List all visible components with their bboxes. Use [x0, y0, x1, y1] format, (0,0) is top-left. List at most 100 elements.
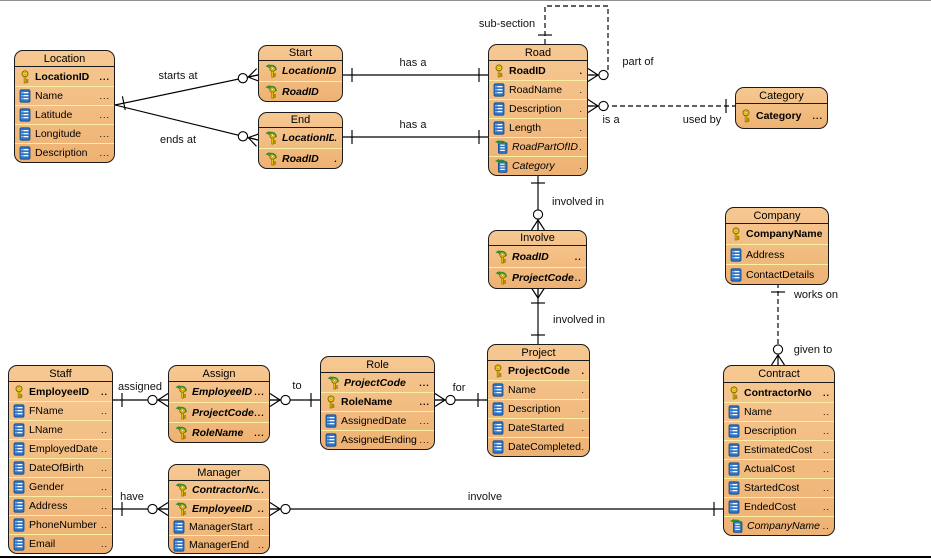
entity-row-end-locationid[interactable]: LocationID.	[259, 128, 342, 148]
entity-row-staff-phonenumber[interactable]: PhoneNumber..	[9, 515, 112, 534]
entity-row-involve-projectcode[interactable]: ProjectCode..	[489, 267, 586, 288]
entity-row-end-roadid[interactable]: RoadID.	[259, 148, 342, 168]
relationship-label-to[interactable]: to	[292, 380, 302, 392]
entity-row-company-address[interactable]: Address	[726, 244, 828, 264]
entity-row-contract-startedcost[interactable]: StartedCost..	[724, 478, 834, 497]
entity-row-contract-estimatedcost[interactable]: EstimatedCost..	[724, 440, 834, 459]
entity-header-manager[interactable]: Manager	[169, 465, 269, 481]
relationship-label-given-to[interactable]: given to	[793, 344, 833, 356]
relationship-label-involve[interactable]: involve	[467, 491, 503, 503]
relationship-label-for[interactable]: for	[452, 382, 466, 394]
relationship-label-part-of[interactable]: part of	[622, 56, 654, 68]
connector-role-project[interactable]	[434, 393, 487, 407]
entity-header-end[interactable]: End	[259, 113, 342, 128]
connector-manager-contract[interactable]	[269, 502, 723, 516]
entity-row-manager-managerstart[interactable]: ManagerStart..	[169, 517, 269, 535]
entity-row-contract-companyname[interactable]: CompanyName..	[724, 516, 834, 535]
relationship-label-involved-in[interactable]: involved in	[553, 314, 605, 326]
entity-row-road-roadpartofid[interactable]: RoadPartOfID.	[489, 137, 587, 156]
entity-header-contract[interactable]: Contract	[724, 366, 834, 383]
entity-row-role-assigneddate[interactable]: AssignedDate...	[321, 411, 434, 430]
entity-row-manager-contractorno[interactable]: ContractorNo..	[169, 481, 269, 499]
entity-row-road-description[interactable]: Description.	[489, 99, 587, 118]
entity-header-category[interactable]: Category	[736, 88, 827, 104]
entity-row-location-latitude[interactable]: Latitude...	[15, 105, 114, 124]
entity-row-company-companyname[interactable]: CompanyName	[726, 224, 828, 244]
entity-row-assign-rolename[interactable]: RoleName...	[169, 422, 269, 442]
entity-row-staff-employeddate[interactable]: EmployedDate..	[9, 439, 112, 458]
entity-row-manager-employeeid[interactable]: EmployeeID..	[169, 499, 269, 517]
connector-start-road[interactable]	[343, 68, 488, 82]
entity-row-road-roadid[interactable]: RoadID.	[489, 61, 587, 80]
entity-row-road-roadname[interactable]: RoadName.	[489, 80, 587, 99]
relationship-label-have[interactable]: have	[120, 491, 144, 503]
entity-row-road-length[interactable]: Length.	[489, 118, 587, 137]
entity-row-assign-projectcode[interactable]: ProjectCode...	[169, 402, 269, 422]
connector-involve-project[interactable]	[531, 287, 545, 344]
entity-header-project[interactable]: Project	[488, 345, 589, 361]
entity-row-role-projectcode[interactable]: ProjectCode...	[321, 373, 434, 392]
entity-row-road-category[interactable]: Category.	[489, 156, 587, 175]
entity-row-start-locationid[interactable]: LocationID	[259, 61, 342, 81]
entity-header-road[interactable]: Road	[489, 45, 587, 61]
entity-row-project-name[interactable]: Name.	[488, 380, 589, 399]
entity-row-staff-fname[interactable]: FName..	[9, 401, 112, 420]
entity-row-company-contactdetails[interactable]: ContactDetails	[726, 264, 828, 284]
relationship-label-is-a[interactable]: is a	[602, 114, 620, 126]
entity-row-involve-roadid[interactable]: RoadID..	[489, 246, 586, 267]
entity-row-staff-email[interactable]: Email..	[9, 534, 112, 553]
connector-company-contract[interactable]	[771, 283, 785, 366]
entity-row-location-longitude[interactable]: Longitude...	[15, 124, 114, 143]
relationship-label-has-a[interactable]: has a	[399, 119, 427, 131]
entity-header-assign[interactable]: Assign	[169, 366, 269, 382]
entity-row-location-locationid[interactable]: LocationID...	[15, 67, 114, 86]
entity-header-location[interactable]: Location	[15, 51, 114, 67]
connector-assign-role[interactable]	[269, 393, 320, 407]
entity-row-staff-gender[interactable]: Gender..	[9, 477, 112, 496]
entity-row-contract-contractorno[interactable]: ContractorNo..	[724, 383, 834, 402]
connector-staff-assign[interactable]	[113, 393, 169, 407]
entity-row-project-projectcode[interactable]: ProjectCode.	[488, 361, 589, 380]
entity-header-company[interactable]: Company	[726, 208, 828, 224]
relationship-label-sub-section[interactable]: sub-section	[478, 18, 536, 30]
entity-header-staff[interactable]: Staff	[9, 366, 112, 382]
relationship-label-starts-at[interactable]: starts at	[158, 70, 198, 82]
connector-road-category[interactable]	[587, 99, 735, 113]
entity-header-involve[interactable]: Involve	[489, 231, 586, 246]
entity-row-location-description[interactable]: Description...	[15, 143, 114, 162]
entity-row-manager-managerend[interactable]: ManagerEnd..	[169, 535, 269, 553]
entity-row-staff-address[interactable]: Address..	[9, 496, 112, 515]
connector-road-involve[interactable]	[531, 174, 545, 231]
entity-row-assign-employeeid[interactable]: EmployeeID...	[169, 382, 269, 402]
entity-header-role[interactable]: Role	[321, 357, 434, 373]
connector-end-road[interactable]	[343, 130, 488, 144]
connector-location-end[interactable]	[114, 104, 260, 147]
entity-row-contract-actualcost[interactable]: ActualCost..	[724, 459, 834, 478]
entity-row-contract-name[interactable]: Name..	[724, 402, 834, 421]
entity-row-role-rolename[interactable]: RoleName...	[321, 392, 434, 411]
entity-row-staff-employeeid[interactable]: EmployeeID..	[9, 382, 112, 401]
entity-row-start-roadid[interactable]: RoadID	[259, 81, 342, 101]
relationship-label-works-on[interactable]: works on	[793, 289, 839, 301]
relationship-label-has-a[interactable]: has a	[399, 57, 427, 69]
entity-row-location-name[interactable]: Name...	[15, 86, 114, 105]
entity-row-project-datestarted[interactable]: DateStarted.	[488, 418, 589, 437]
relationship-label-used-by[interactable]: used by	[682, 114, 722, 126]
entity-row-project-datecompleted[interactable]: DateCompleted.	[488, 437, 589, 456]
entity-row-category-category[interactable]: Category...	[736, 104, 827, 128]
relationship-label-involved-in[interactable]: involved in	[552, 196, 604, 208]
entity-row-contract-description[interactable]: Description..	[724, 421, 834, 440]
